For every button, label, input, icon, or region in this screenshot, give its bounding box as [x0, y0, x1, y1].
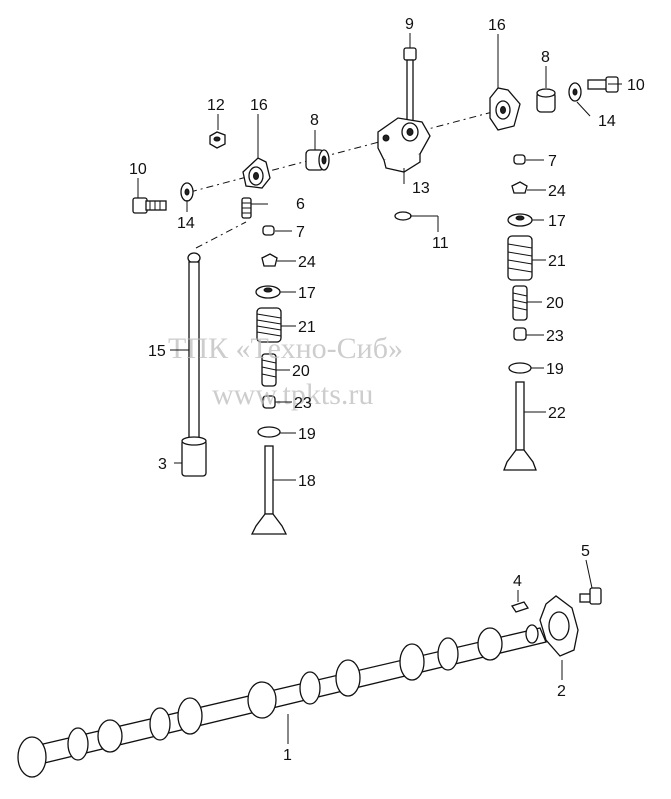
thrust-plate-bolt	[579, 587, 602, 605]
rocker-arm-right	[489, 87, 521, 131]
callout-19-right: 19	[546, 361, 564, 378]
callout-20-left: 20	[292, 363, 310, 380]
spacer-spring-right	[536, 88, 556, 113]
callout-24-right: 24	[548, 183, 566, 200]
camshaft	[17, 624, 547, 778]
callout-10-right: 10	[627, 77, 645, 94]
support-bolt	[403, 47, 417, 127]
rocker-shaft-support	[377, 117, 431, 173]
exhaust-valve	[503, 381, 537, 471]
callout-12: 12	[207, 97, 225, 114]
rocker-arm-left	[242, 157, 271, 189]
callout-16-right: 16	[488, 17, 506, 34]
spring-seat-right	[508, 362, 532, 374]
spacer-spring-left	[305, 149, 330, 171]
callout-7-right: 7	[548, 153, 557, 170]
valve-keepers-right	[511, 181, 528, 194]
callout-18: 18	[298, 473, 316, 490]
callout-4: 4	[513, 573, 522, 590]
o-ring	[394, 211, 412, 221]
callout-6: 6	[296, 196, 305, 213]
callout-17-left: 17	[298, 285, 316, 302]
intake-valve	[250, 445, 288, 535]
callout-8-right: 8	[541, 49, 550, 66]
spring-seat-left	[257, 426, 281, 438]
callout-19-left: 19	[298, 426, 316, 443]
inner-spring-right	[512, 285, 528, 321]
callout-23-right: 23	[546, 328, 564, 345]
callout-17-right: 17	[548, 213, 566, 230]
watermark-line-2: www.tpkts.ru	[212, 378, 373, 411]
washer-right	[568, 82, 582, 102]
spring-retainer-right	[507, 213, 533, 227]
callout-14-right: 14	[598, 113, 616, 130]
outer-spring-right	[507, 235, 533, 281]
callout-13: 13	[412, 180, 430, 197]
callout-9: 9	[405, 16, 414, 33]
callout-11: 11	[432, 235, 449, 252]
adjusting-screw	[241, 197, 252, 219]
rocker-shaft-axis	[189, 109, 501, 193]
callout-7-left: 7	[296, 224, 305, 241]
callout-1: 1	[283, 747, 292, 764]
adjusting-nut	[209, 131, 226, 149]
callout-20-right: 20	[546, 295, 564, 312]
callout-14-left: 14	[177, 215, 195, 232]
valve-cap-left	[262, 225, 275, 236]
thrust-plate	[539, 595, 579, 657]
callout-5: 5	[581, 543, 590, 560]
watermark-line-1: ТПК «Техно-Сиб»	[168, 332, 403, 365]
valve-cap-right	[513, 154, 526, 165]
valve-keepers-left	[261, 253, 278, 267]
callout-15: 15	[148, 343, 166, 360]
callout-21-left: 21	[298, 319, 316, 336]
valve-seal-right	[513, 327, 527, 341]
washer-left	[180, 182, 194, 202]
callout-22: 22	[548, 405, 566, 422]
valve-tappet	[181, 436, 207, 477]
callout-21-right: 21	[548, 253, 566, 270]
callout-2: 2	[557, 683, 566, 700]
callout-8-left: 8	[310, 112, 319, 129]
spring-retainer-left	[255, 285, 281, 299]
callout-24-left: 24	[298, 254, 316, 271]
callout-10-left: 10	[129, 161, 147, 178]
callout-3: 3	[158, 456, 167, 473]
pushrod-axis	[195, 221, 247, 249]
callout-23-left: 23	[294, 395, 312, 412]
bolt-left	[132, 197, 167, 214]
woodruff-key	[510, 601, 530, 613]
outer-spring-left	[256, 307, 282, 343]
callout-16-left: 16	[250, 97, 268, 114]
